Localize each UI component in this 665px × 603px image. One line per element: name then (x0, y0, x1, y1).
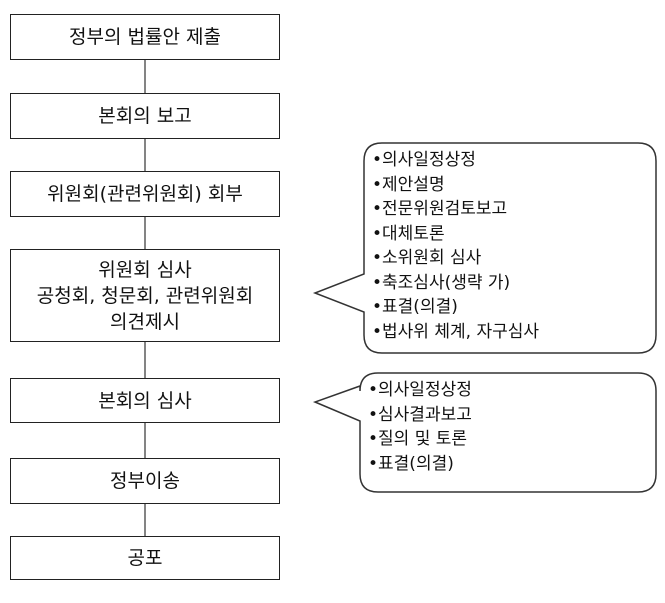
callout-item: •제안설명 (372, 174, 445, 195)
step-label: 의견제시 (110, 310, 180, 333)
step-label: 공포 (127, 547, 163, 569)
step-committee-review: 위원회 심사 공청회, 청문회, 관련위원회 의견제시 (10, 249, 280, 342)
step-label: 위원회 심사 (98, 258, 192, 281)
callout-item: •의사일정상정 (368, 380, 472, 400)
callout-item: •대체토론 (372, 223, 445, 244)
callout-item: •의사일정상정 (372, 150, 476, 170)
callout-item: •소위원회 심사 (372, 248, 482, 268)
step-committee-referral: 위원회(관련위원회) 회부 (10, 171, 280, 217)
step-label: 정부이송 (110, 470, 180, 492)
step-label: 위원회(관련위원회) 회부 (47, 183, 243, 205)
callout-item: •축조심사(생략 가) (372, 272, 511, 293)
step-label: 공청회, 청문회, 관련위원회 (36, 284, 254, 307)
callout-item: •심사결과보고 (368, 404, 472, 425)
callout-item: •표결(의결) (368, 453, 454, 474)
callout-item: •질의 및 토론 (368, 429, 468, 449)
callout-committee-review-list: •의사일정상정 •제안설명 •전문위원검토보고 •대체토론 •소위원회 심사 •… (372, 148, 539, 344)
step-promulgation: 공포 (10, 536, 280, 580)
callout-plenary-review-list: •의사일정상정 •심사결과보고 •질의 및 토론 •표결(의결) (368, 378, 472, 476)
step-plenary-report: 본회의 보고 (10, 93, 280, 139)
step-label: 정부의 법률안 제출 (69, 26, 221, 48)
callout-plenary-review-bubble (312, 372, 657, 493)
step-plenary-review: 본회의 심사 (10, 378, 280, 423)
callout-item: •표결(의결) (372, 297, 458, 317)
step-label: 본회의 심사 (98, 389, 192, 412)
step-label: 본회의 보고 (98, 105, 192, 127)
callout-item: •전문위원검토보고 (372, 199, 508, 219)
callout-item: •법사위 체계, 자구심사 (372, 321, 539, 342)
callout-committee-review-bubble (312, 142, 657, 354)
step-government-bill-submission: 정부의 법률안 제출 (10, 14, 280, 60)
step-transfer-to-government: 정부이송 (10, 458, 280, 504)
